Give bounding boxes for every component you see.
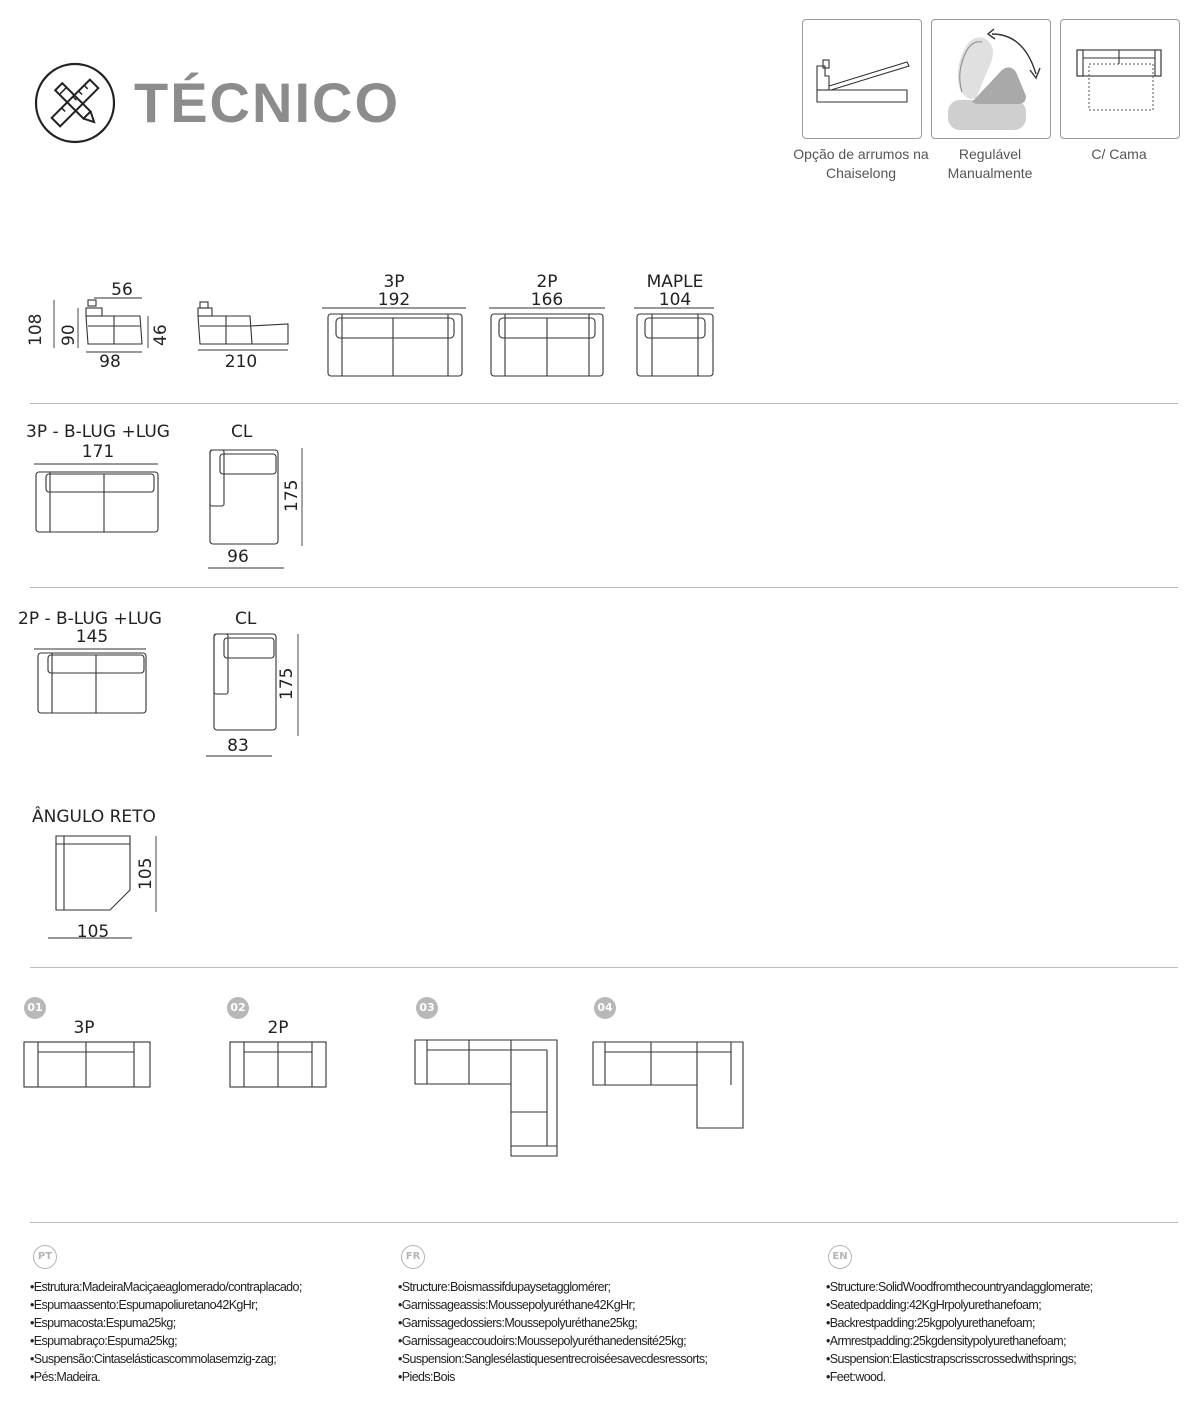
spec-line: •Espumabraço:Espuma25kg; xyxy=(30,1334,178,1348)
chaise-3p-name: CL xyxy=(231,422,253,442)
module-2p-lug-name: 2P - B-LUG +LUG xyxy=(18,609,162,629)
section-divider xyxy=(30,587,1178,588)
feature-label-bed: C/ Cama xyxy=(1091,146,1147,162)
composition-badge-02: 02 xyxy=(227,997,249,1019)
module-3p-lug-name: 3P - B-LUG +LUG xyxy=(26,422,170,442)
dim-depth: 98 xyxy=(99,352,121,372)
lang-badge-pt: PT xyxy=(33,1245,57,1269)
spec-line: •Backrestpadding:25kgpolyurethanefoam; xyxy=(826,1316,1035,1330)
composition-02-name: 2P xyxy=(267,1018,289,1038)
corner-width: 105 xyxy=(76,922,110,942)
module-2p-lug-width: 145 xyxy=(75,627,109,647)
corner-name: ÂNGULO RETO xyxy=(32,807,156,827)
section-divider xyxy=(30,967,1178,968)
lang-badge-fr: FR xyxy=(401,1245,425,1269)
section-divider xyxy=(30,1222,1178,1223)
extended-profile-drawing xyxy=(197,301,289,351)
composition-01-name: 3P xyxy=(73,1018,95,1038)
chaise-2p-name: CL xyxy=(235,609,257,629)
composition-badge-04: 04 xyxy=(594,997,616,1019)
spec-line: •Espumacosta:Espuma25kg; xyxy=(30,1316,176,1330)
section-divider xyxy=(30,403,1178,404)
composition-badge-03: 03 xyxy=(416,997,438,1019)
model-2p-name: 2P xyxy=(536,272,558,292)
spec-list-fr: •Structure:Boismassifdupaysetagglomérer;… xyxy=(398,1278,708,1386)
spec-line: •Garnissageaccoudoirs:Moussepolyuréthane… xyxy=(398,1334,687,1348)
chaise-3p-length: 175 xyxy=(282,479,302,512)
spec-line: •Pieds:Bois xyxy=(398,1370,455,1384)
composition-04-drawing xyxy=(592,1041,744,1129)
feature-label-adjustable: Regulável Manualmente xyxy=(947,146,1033,181)
spec-list-pt: •Estrutura:MadeiraMaciçaeaglomerado/cont… xyxy=(30,1278,302,1386)
model-2p-width: 166 xyxy=(530,290,564,310)
spec-line: •Espumaassento:Espumapoliuretano42KgHr; xyxy=(30,1298,258,1312)
spec-line: •Suspension:Sanglesélastiquesentrecroisé… xyxy=(398,1352,708,1366)
spec-line: •Structure:SolidWoodfromthecountryandagg… xyxy=(826,1280,1093,1294)
dim-seat-height: 46 xyxy=(151,324,171,346)
sofa-3p-drawing xyxy=(322,307,466,377)
spec-list-en: •Structure:SolidWoodfromthecountryandagg… xyxy=(826,1278,1093,1386)
model-3p-width: 192 xyxy=(377,290,411,310)
chaise-3p-drawing xyxy=(208,448,303,569)
spec-line: •Seatedpadding:42KgHrpolyurethanefoam; xyxy=(826,1298,1042,1312)
module-2p-lug-drawing xyxy=(34,648,147,714)
adjustable-headrest-icon xyxy=(948,28,1041,130)
chaise-2p-drawing xyxy=(206,633,299,757)
sofa-bed-icon xyxy=(1076,49,1162,111)
lang-badge-en: EN xyxy=(828,1245,852,1269)
chaise-2p-width: 83 xyxy=(227,736,249,756)
dim-extended-length: 210 xyxy=(224,352,258,372)
storage-chaiselong-icon xyxy=(816,59,910,103)
dim-seat-width: 56 xyxy=(111,280,133,300)
composition-02-drawing xyxy=(229,1041,327,1088)
adjustable-headrest-card xyxy=(931,19,1051,139)
composition-01-drawing xyxy=(23,1041,151,1088)
spec-line: •Structure:Boismassifdupaysetagglomérer; xyxy=(398,1280,611,1294)
corner-depth: 105 xyxy=(136,857,156,890)
dim-back-height: 90 xyxy=(59,324,79,346)
feature-label-storage: Opção de arrumos na Chaiselong xyxy=(793,146,929,181)
chaise-3p-width: 96 xyxy=(227,547,249,567)
module-3p-lug-drawing xyxy=(34,463,159,533)
corner-drawing xyxy=(48,835,157,939)
spec-line: •Pés:Madeira. xyxy=(30,1370,101,1384)
chaise-2p-length: 175 xyxy=(277,667,297,700)
spec-line: •Feet:wood. xyxy=(826,1370,886,1384)
spec-line: •Estrutura:MadeiraMaciçaeaglomerado/cont… xyxy=(30,1280,302,1294)
composition-03-drawing xyxy=(414,1039,558,1157)
spec-line: •Suspension:Elasticstrapscrisscrossedwit… xyxy=(826,1352,1077,1366)
spec-line: •Armrestpadding:25kgdensitypolyurethanef… xyxy=(826,1334,1067,1348)
spec-line: •Suspensão:Cintaselásticascommolasemzig-… xyxy=(30,1352,277,1366)
model-3p-name: 3P xyxy=(383,272,405,292)
armchair-maple-drawing xyxy=(634,307,714,377)
model-maple-width: 104 xyxy=(658,290,692,310)
ruler-pencil-cross-icon xyxy=(34,62,116,144)
sofa-bed-card xyxy=(1060,19,1180,139)
module-3p-lug-width: 171 xyxy=(81,442,115,462)
dim-total-height: 108 xyxy=(26,313,46,346)
composition-badge-01: 01 xyxy=(24,997,46,1019)
page-title: TÉCNICO xyxy=(134,71,400,134)
side-profile-drawing xyxy=(53,297,149,353)
sofa-2p-drawing xyxy=(489,307,605,377)
spec-line: •Garnissageassis:Moussepolyuréthane42KgH… xyxy=(398,1298,636,1312)
model-maple-name: MAPLE xyxy=(646,272,704,292)
spec-line: •Garnissagedossiers:Moussepolyuréthane25… xyxy=(398,1316,638,1330)
storage-chaiselong-card xyxy=(802,19,922,139)
